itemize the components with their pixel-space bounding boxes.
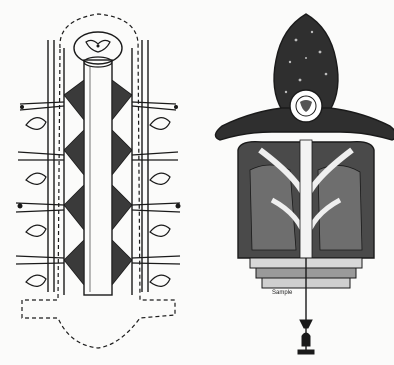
vertebral-body [238,140,374,260]
spinal-canal-icon [290,90,322,122]
left-panel-spinal-cord-diagram [16,14,181,348]
denticulate-ligaments [64,80,132,285]
vertebral-column-walls [48,40,148,295]
left-nerve-roots [16,102,64,264]
root-sleeve-markers [18,105,181,209]
right-panel-vertebra-section: Sample [215,14,394,354]
spinal-cord-cross-section-icon [74,32,122,64]
sample-label: Sample [272,290,293,296]
spinal-cord-cylinder [84,57,112,295]
